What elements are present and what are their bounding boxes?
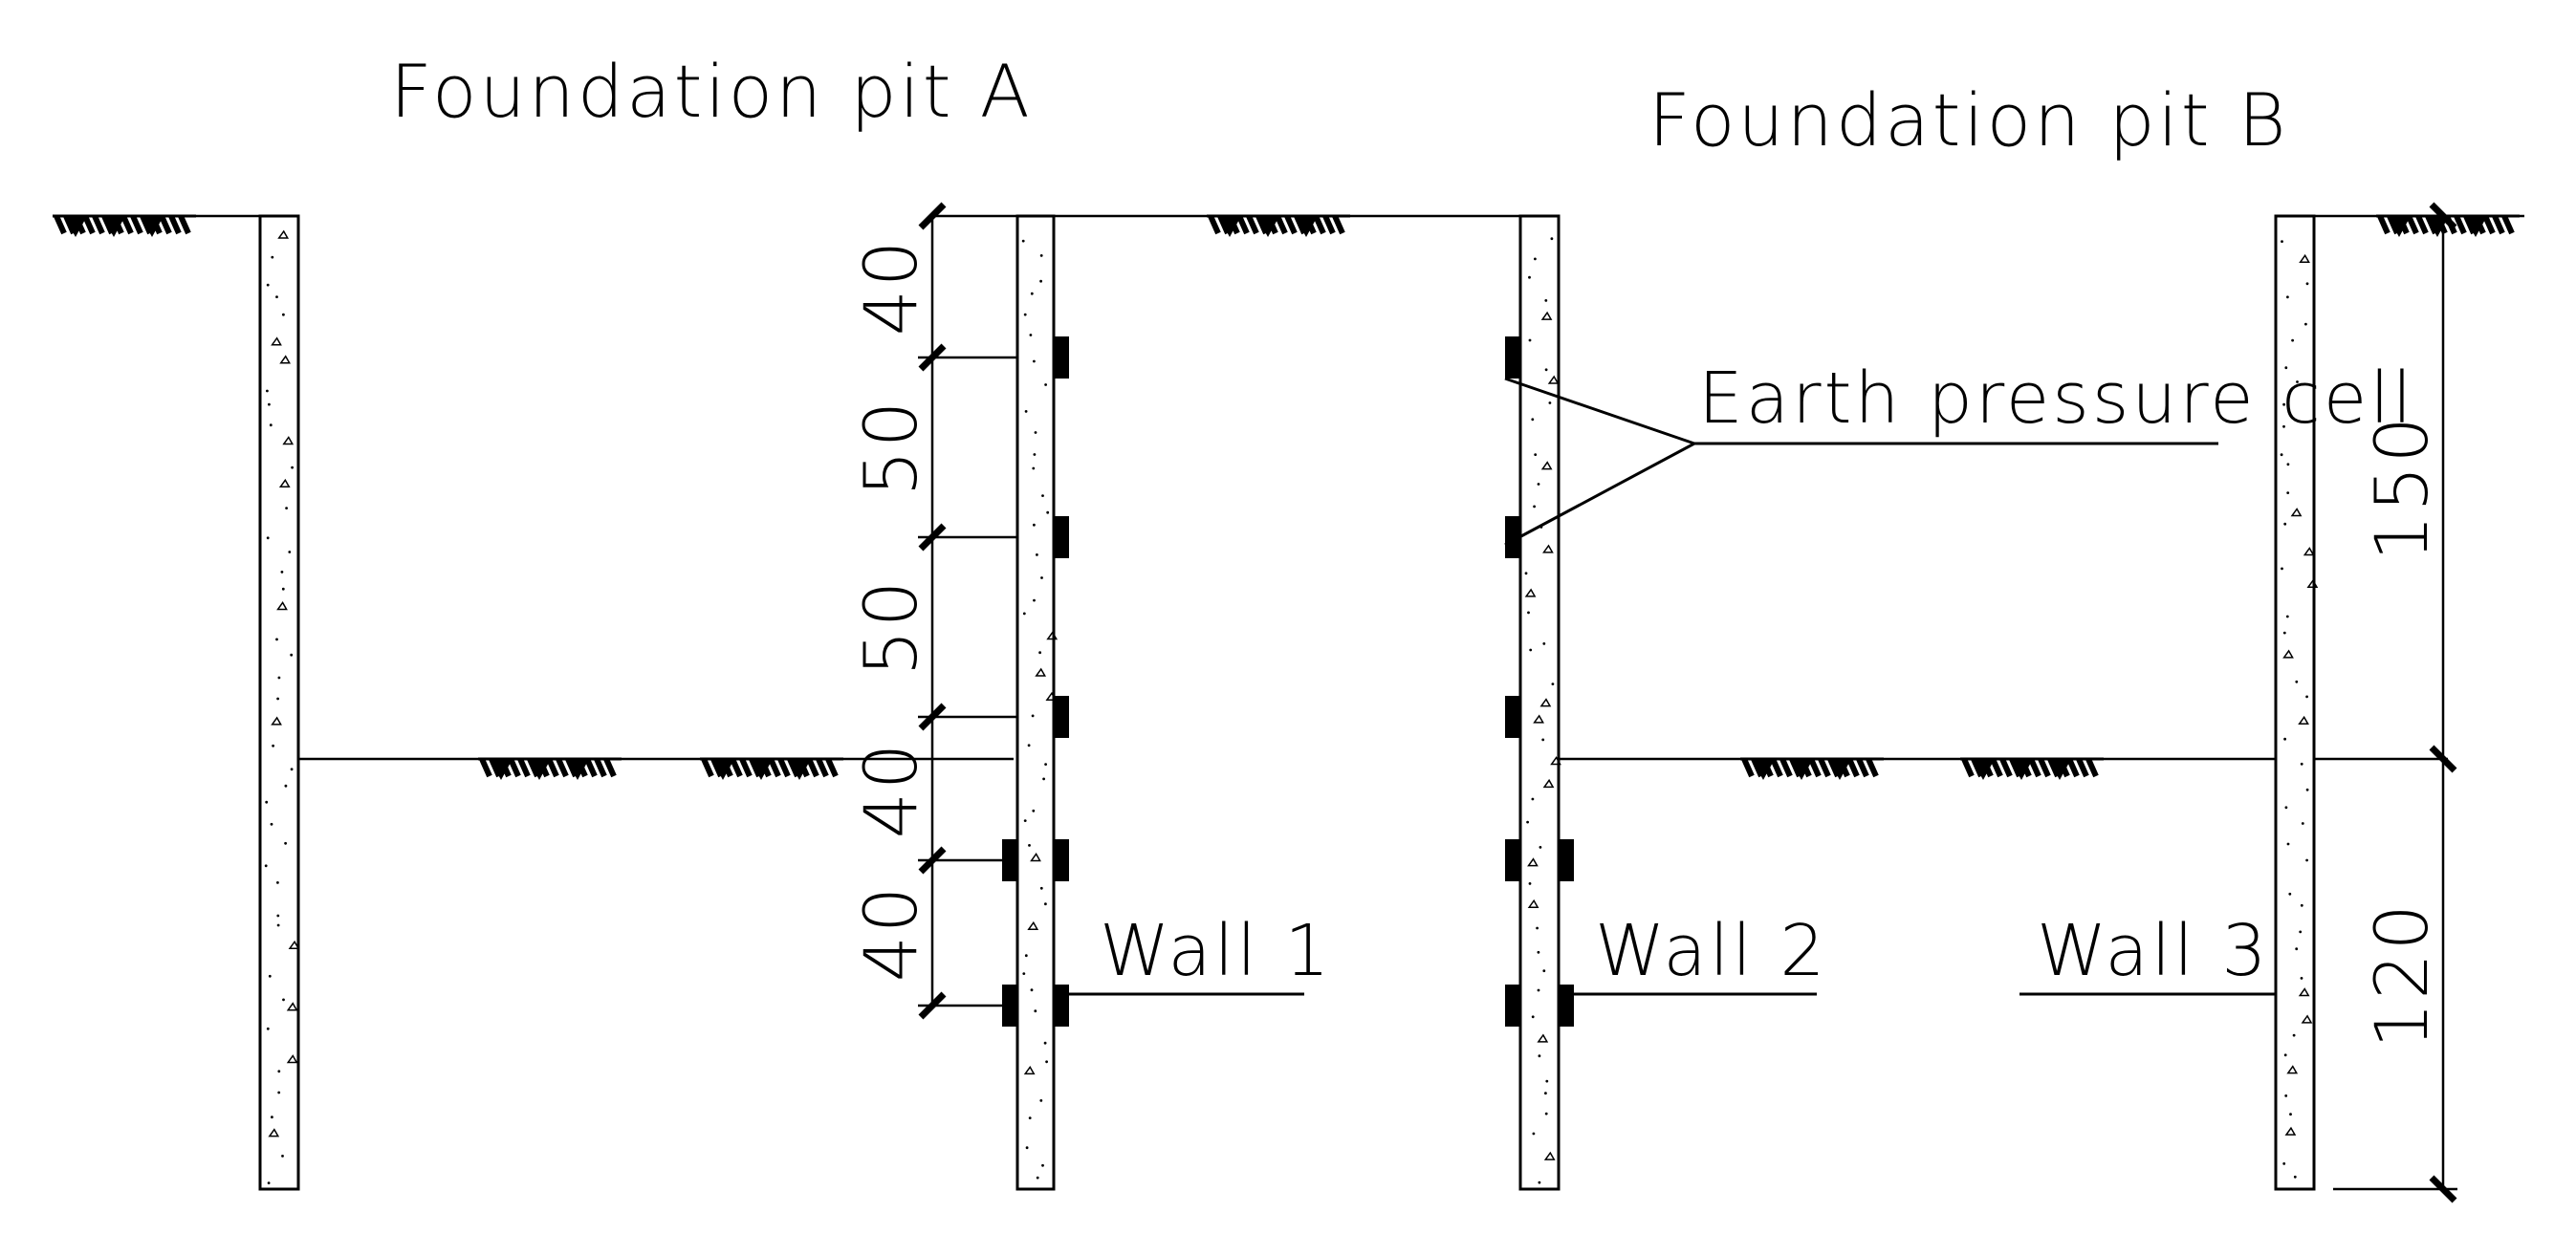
dim-w1-40-top: 40 xyxy=(848,238,933,336)
dimension-chain-wall-1 xyxy=(918,202,1017,1020)
concrete-texture xyxy=(264,229,2319,1184)
wall-2-label: Wall 2 xyxy=(1595,910,1828,992)
ground-hatch-middle xyxy=(1207,216,1350,237)
earth-pressure-cell-label: Earth pressure cell xyxy=(1698,357,2414,440)
pit-a-title: Foundation pit A xyxy=(390,49,1033,134)
pressure-cell-w2-5 xyxy=(1505,985,1520,1027)
dim-w1-50-lower: 50 xyxy=(848,578,933,677)
pit-b-title: Foundation pit B xyxy=(1648,77,2288,162)
pressure-cell-w1-3 xyxy=(1054,696,1069,738)
pressure-cell-w1-4 xyxy=(1054,839,1069,881)
dim-w1-40-middle: 40 xyxy=(848,741,933,839)
pit-bottom-hatch-a1 xyxy=(478,759,622,780)
wall-1-label: Wall 1 xyxy=(1100,910,1333,992)
pressure-cell-w2-7 xyxy=(1559,985,1574,1027)
pressure-cell-w2-2 xyxy=(1505,516,1520,558)
pressure-cell-w1-5 xyxy=(1054,985,1069,1027)
pit-bottom-hatch-a2 xyxy=(700,759,843,780)
pit-bottom-hatch-b1 xyxy=(1740,759,1884,780)
pit-bottom-hatch-b2 xyxy=(1960,759,2104,780)
ground-hatch-left xyxy=(53,216,196,237)
wall-1 xyxy=(1015,214,1056,1191)
wall-left xyxy=(258,214,300,1191)
earth-pressure-cell-leader xyxy=(1504,377,2218,547)
pressure-cell-w2-1 xyxy=(1505,336,1520,379)
pressure-cell-w1-6 xyxy=(1002,839,1017,881)
pressure-cell-w1-7 xyxy=(1002,985,1017,1027)
wall-3 xyxy=(2274,214,2316,1191)
dimension-chain-wall-3 xyxy=(2333,202,2457,1203)
pressure-cell-w2-6 xyxy=(1559,839,1574,881)
pressure-cell-w2-4 xyxy=(1505,839,1520,881)
dim-w3-120: 120 xyxy=(2359,901,2444,1049)
wall-2 xyxy=(1518,214,1561,1191)
dim-w1-50-upper: 50 xyxy=(848,399,933,497)
dim-w3-150: 150 xyxy=(2359,414,2444,561)
pressure-cell-w1-2 xyxy=(1054,516,1069,558)
dim-w1-40-bottom: 40 xyxy=(848,884,933,983)
wall-3-label: Wall 3 xyxy=(2037,910,2270,992)
pressure-cell-w2-3 xyxy=(1505,696,1520,738)
pressure-cell-w1-1 xyxy=(1054,336,1069,379)
